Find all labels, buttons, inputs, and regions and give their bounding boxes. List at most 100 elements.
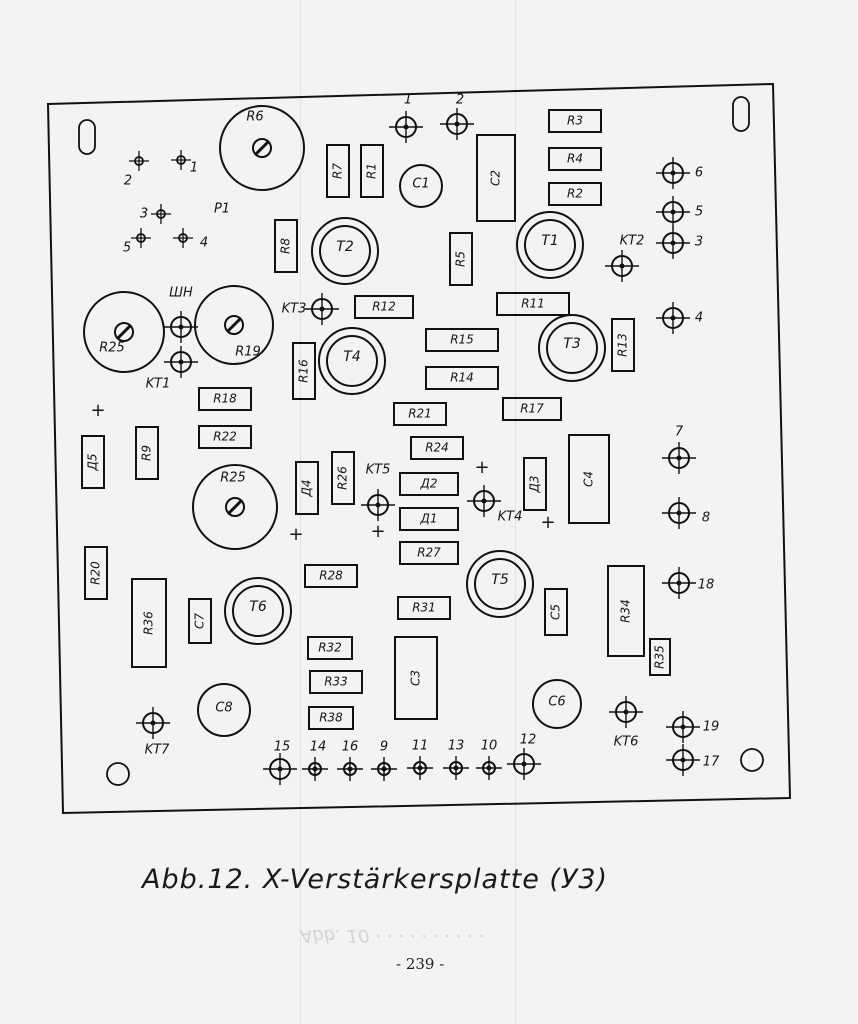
component-label: R13 bbox=[616, 333, 630, 357]
test-point-label: 12 bbox=[520, 733, 537, 748]
component-label: Д1 bbox=[419, 512, 437, 526]
component-r8: R8 bbox=[274, 219, 298, 273]
component-r11: R11 bbox=[496, 292, 570, 316]
transistor-outer bbox=[311, 217, 379, 285]
component-label: R3 bbox=[567, 114, 583, 128]
component-r26: R26 bbox=[331, 451, 355, 505]
capacitor-label: C8 bbox=[215, 701, 232, 716]
component-c7: C7 bbox=[188, 598, 212, 644]
relay-pin-2: 2 bbox=[124, 151, 149, 189]
component-body bbox=[331, 451, 355, 505]
capacitor-body bbox=[197, 683, 251, 737]
relay-pin-label: 1 bbox=[190, 161, 198, 176]
component-body bbox=[84, 546, 108, 600]
component-r3: R3 bbox=[548, 109, 602, 133]
transistor-label: T5 bbox=[491, 572, 509, 588]
transistor-inner bbox=[474, 558, 526, 610]
component-r5: R5 bbox=[449, 232, 473, 286]
test-point-kt4: KT4 bbox=[467, 485, 522, 525]
test-point-label: KT5 bbox=[366, 463, 391, 478]
component-д2: Д2 bbox=[399, 472, 459, 496]
transistor-t5: T5 bbox=[466, 550, 534, 618]
component-body bbox=[394, 636, 438, 720]
transistor-label: T4 bbox=[343, 349, 360, 365]
component-body bbox=[292, 342, 316, 400]
test-point-kt3: KT3 bbox=[282, 293, 339, 325]
component-body bbox=[548, 182, 602, 206]
capacitor-label: C6 bbox=[548, 695, 565, 710]
test-point-label: 4 bbox=[695, 311, 703, 326]
component-body bbox=[502, 397, 562, 421]
component-label: R15 bbox=[450, 333, 474, 347]
capacitor-c1: C1 bbox=[399, 164, 443, 208]
relay-pin-label: 2 bbox=[124, 174, 132, 189]
component-label: R11 bbox=[521, 297, 545, 311]
relay-pin-5: 5 bbox=[123, 228, 151, 256]
pot-body bbox=[83, 291, 165, 373]
test-point-19: 19 bbox=[666, 711, 719, 743]
pot-wiper bbox=[114, 322, 134, 342]
component-label: Д4 bbox=[300, 479, 314, 497]
component-body bbox=[309, 670, 363, 694]
test-point-label: 16 bbox=[342, 740, 359, 755]
component-label: R17 bbox=[520, 402, 544, 416]
capacitor-c8: C8 bbox=[197, 683, 251, 737]
test-point-kt5: KT5 bbox=[361, 463, 395, 521]
component-body bbox=[274, 219, 298, 273]
test-point-4: 4 bbox=[656, 302, 703, 334]
test-point-kt7: KT7 bbox=[136, 707, 170, 758]
component-label: R1 bbox=[365, 163, 379, 179]
component-label: R22 bbox=[213, 430, 237, 444]
component-label: R32 bbox=[318, 641, 342, 655]
test-point-3: 3 bbox=[656, 227, 703, 259]
relay-pin-3: 3 bbox=[140, 204, 171, 224]
test-point-label: 18 bbox=[698, 578, 715, 593]
component-body bbox=[397, 596, 451, 620]
component-r18: R18 bbox=[198, 387, 252, 411]
relay-pin-label: 5 bbox=[123, 241, 131, 256]
component-r2: R2 bbox=[548, 182, 602, 206]
pot-slot bbox=[115, 323, 133, 341]
component-r20: R20 bbox=[84, 546, 108, 600]
component-д1: Д1 bbox=[399, 507, 459, 531]
component-label: R14 bbox=[450, 371, 474, 385]
test-point-14: 14 bbox=[302, 740, 328, 781]
fold-line bbox=[300, 0, 301, 1024]
test-point-17: 17 bbox=[666, 744, 720, 776]
transistor-inner bbox=[326, 335, 378, 387]
test-point-label: KT2 bbox=[620, 234, 645, 249]
component-label: R5 bbox=[454, 251, 468, 267]
capacitor-body bbox=[532, 679, 582, 729]
test-point-5: 5 bbox=[656, 196, 703, 228]
test-point-label: 2 bbox=[456, 93, 464, 108]
pot-slot bbox=[225, 316, 243, 334]
component-label: Д2 bbox=[419, 477, 437, 491]
component-label: Д5 bbox=[86, 453, 100, 471]
test-point-8: 8 bbox=[662, 497, 710, 529]
component-body bbox=[304, 564, 358, 588]
component-r7: R7 bbox=[326, 144, 350, 198]
component-label: R8 bbox=[279, 238, 293, 254]
polarity-mark: + bbox=[474, 457, 489, 478]
test-point-16: 16 bbox=[337, 740, 363, 781]
potentiometer: R19 bbox=[194, 285, 274, 365]
capacitor-c6: C6 bbox=[532, 679, 582, 729]
bleed-through-text: Abb. 10 · · · · · · · · · · bbox=[300, 925, 484, 946]
potentiometer: R25 bbox=[192, 464, 278, 550]
component-body bbox=[188, 598, 212, 644]
test-point-label: 8 bbox=[702, 511, 710, 526]
transistor-inner bbox=[319, 225, 371, 277]
component-r17: R17 bbox=[502, 397, 562, 421]
test-point-kt6: KT6 bbox=[609, 696, 643, 750]
pot-body bbox=[219, 105, 305, 191]
component-label: R26 bbox=[336, 466, 350, 490]
fold-line bbox=[515, 0, 516, 1024]
component-label: Д3 bbox=[528, 475, 542, 493]
test-point-label: 9 bbox=[380, 740, 388, 755]
component-label: R21 bbox=[408, 407, 432, 421]
test-point-11: 11 bbox=[407, 739, 433, 780]
component-c2: C2 bbox=[476, 134, 516, 222]
pot-label: R19 bbox=[235, 345, 261, 360]
figure-caption: Abb.12. X-Verstärkersplatte (У3) bbox=[142, 864, 609, 895]
component-label: R35 bbox=[653, 645, 667, 669]
